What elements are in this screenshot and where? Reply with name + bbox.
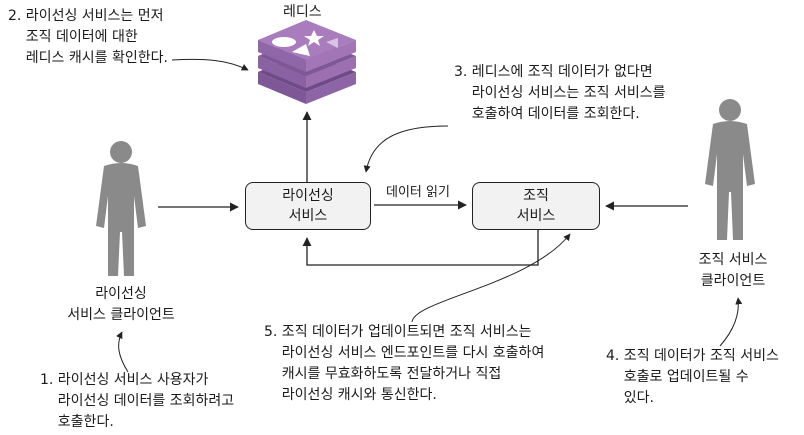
- licensing-client-person-icon: [96, 141, 146, 276]
- note-step-1: 1. 라이선싱 서비스 사용자가 라이선싱 데이터를 조회하려고 호출한다.: [40, 372, 235, 430]
- redis-logo-icon: [258, 20, 356, 104]
- redis-label: 레디스: [283, 4, 322, 20]
- note-step-4: 4. 조직 데이터가 조직 서비스 호출로 업데이트될 수 있다.: [606, 348, 779, 406]
- note-step-3: 3. 레디스에 조직 데이터가 없다면 라이선싱 서비스는 조직 서비스를 호출…: [454, 64, 666, 122]
- licensing-client-label: 라이선싱 서비스 클라이언트: [67, 286, 175, 323]
- organization-client-person-icon: [705, 99, 755, 240]
- organization-service-box: 조직 서비스: [472, 182, 600, 230]
- callout-line-4: [719, 297, 743, 347]
- organization-client-label: 조직 서비스 클라이언트: [698, 252, 768, 289]
- arrow-callback: [302, 230, 539, 266]
- callout-line-3: [363, 125, 449, 173]
- callout-line-2: [171, 58, 249, 71]
- callout-line-1: [116, 331, 129, 373]
- licensing-service-box: 라이선싱 서비스: [245, 182, 371, 230]
- note-step-2: 2. 라이선싱 서비스는 먼저 조직 데이터에 대한 레디스 캐시를 확인한다.: [8, 8, 168, 66]
- note-step-5: 5. 조직 데이터가 업데이트되면 조직 서비스는 라이선싱 서비스 엔드포인트…: [264, 324, 545, 403]
- read-data-label: 데이터 읽기: [386, 185, 450, 200]
- callout-line-5: [411, 233, 571, 323]
